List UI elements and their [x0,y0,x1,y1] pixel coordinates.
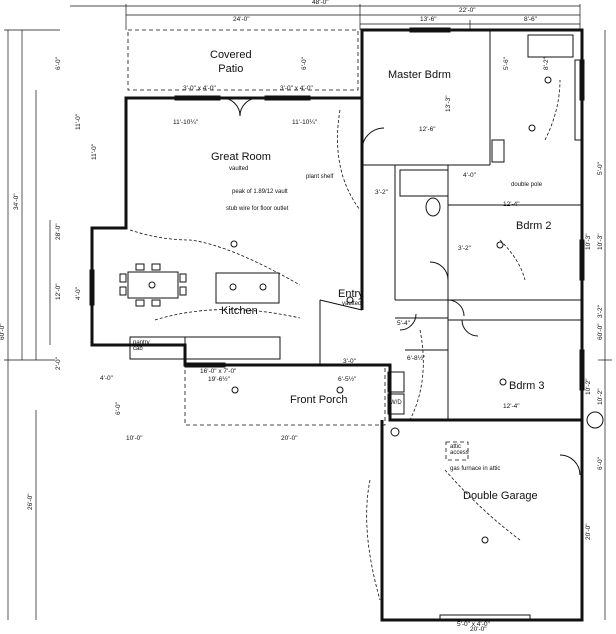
room-bdrm2: Bdrm 2 [516,220,552,232]
note-stub: stub wire for floor outlet [226,206,289,212]
dim-top-bath: 8'-6" [524,16,537,23]
dim-overall-top: 48'-0" [312,0,329,6]
dim-fp-20: 20'-0" [281,435,298,442]
dim-mb-5: 5'-6" [503,57,510,70]
dim-fp-6: 6'-5½" [338,376,357,383]
dim-r-10: 10'-3" [597,233,604,250]
room-entry: Entry [338,288,364,300]
dim-b2-12: 12'-4" [503,201,520,208]
dim-b3-12: 12'-4" [503,403,520,410]
dim-b2-3: 3'-2" [375,189,388,196]
note-furnace: gas furnace in attic [450,466,501,472]
dim-b-3: 3'-2" [458,245,471,252]
note-peak: peak of 1.89/12 vault [232,189,288,195]
dim-patio-d: 6'-0" [55,57,62,70]
room-master: Master Bdrm [388,69,451,81]
dim-gr-11: 11'-0" [75,113,82,130]
dim-k-12: 12'-0" [55,283,62,300]
note-attic: attic access [450,444,469,456]
room-patio: Covered Patio [210,49,252,76]
dim-win2: 3'-0" x 4'-0" [280,85,313,92]
note-double-pole: double pole [511,182,543,188]
dim-mb-12: 12'-6" [419,126,436,133]
room-kitchen: Kitchen [221,305,258,317]
dim-top-right: 22'-0" [459,7,476,14]
dim-b2-10: 10'-3" [585,233,592,250]
dim-c-3: 3'-0" [343,358,356,365]
dim-fp-4: 4'-0" [100,375,113,382]
room-porch: Front Porch [290,394,348,406]
dim-gr-11b: 11'-0" [91,143,98,160]
dim-left-26: 26'-0" [27,493,34,510]
dim-top-patio: 24'-0" [233,16,250,23]
room-great-room-sub: vaulted [229,166,249,172]
dim-fp-19: 19'-6½" [208,376,230,383]
dim-gr-w1: 11'-10¼" [173,119,199,126]
dim-win1: 3'-0" x 4'-0" [183,85,216,92]
dim-r-6: 6'-0" [597,457,604,470]
dim-e-6: 6'-8½" [407,355,426,362]
dim-k-2: 2'-0" [55,357,62,370]
room-bdrm3: Bdrm 3 [509,380,545,392]
dim-c-5: 5'-4" [397,320,410,327]
dim-left-34: 34'-0" [13,193,20,210]
room-entry-sub: vaulted [342,301,362,307]
dim-patio-d2: 6'-0" [301,57,308,70]
room-great-room: Great Room [211,151,271,163]
dim-gr-w2: 11'-10¼" [292,119,318,126]
dim-win3: 5'-0" x 4'-0" [457,621,490,628]
dim-mb-13: 13'-3" [445,95,452,112]
note-plant-shelf: plant shelf [306,174,334,180]
note-pantry: pantry cab [133,340,150,352]
dim-gar-20v: 20'-0" [585,523,592,540]
dim-left-total: 60'-0" [0,323,6,340]
dim-r-10b: 10'-2" [597,388,604,405]
note-wh: W/D [390,400,402,406]
dim-k-6: 6'-0" [115,402,122,415]
dim-win4: 16'-0" x 7'-0" [200,368,237,375]
dim-mb-8: 8'-2" [543,57,550,70]
dim-r-3: 3'-2" [597,305,604,318]
dim-k-28: 28'-0" [55,223,62,240]
room-garage: Double Garage [463,490,538,502]
dim-r-5: 5'-0" [597,162,604,175]
dim-wic-4: 4'-0" [463,172,476,179]
dim-top-master: 13'-6" [420,16,437,23]
dim-b3-10: 10'-2" [585,378,592,395]
dim-gar-20h: 20'-0" [470,626,487,633]
dim-k-4: 4'-0" [75,287,82,300]
dim-fp-10: 10'-0" [126,435,143,442]
dim-right-60: 60'-0" [597,323,604,340]
